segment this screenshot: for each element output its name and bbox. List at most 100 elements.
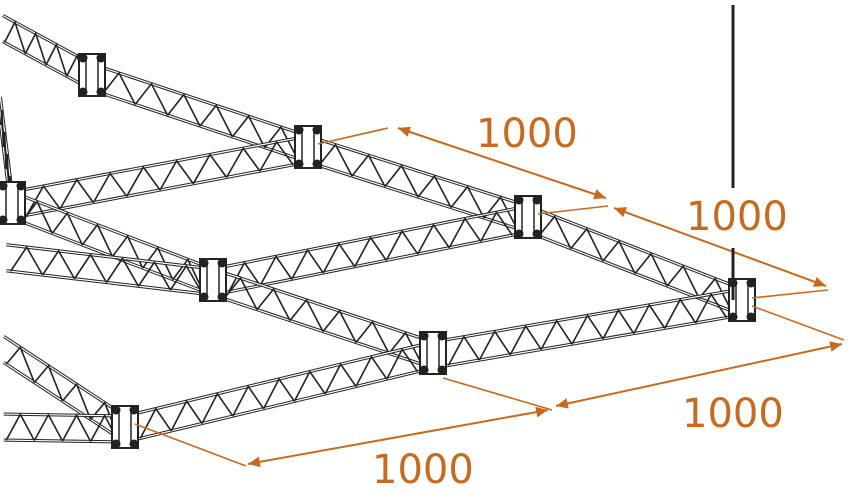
truss-connector — [111, 405, 139, 449]
truss-lacing — [322, 242, 356, 274]
connector-bolt — [199, 292, 209, 302]
truss-lacing — [538, 214, 572, 249]
extension-line — [317, 127, 389, 145]
truss-lacing — [61, 413, 92, 442]
truss-lacing — [417, 174, 452, 208]
truss-chord-highlight — [2, 14, 90, 64]
truss-lacing — [21, 200, 53, 234]
truss-lacing — [228, 261, 261, 293]
dimension-label-top: 1000 — [476, 111, 578, 157]
truss-lacing — [664, 298, 697, 329]
truss-lacing — [509, 324, 542, 356]
truss-lacing — [24, 31, 47, 66]
truss-lacing — [41, 249, 76, 280]
truss-beam-side-2 — [533, 206, 737, 315]
truss-lacing — [169, 264, 204, 295]
truss-connector — [514, 195, 542, 239]
truss-beam-front-left — [133, 342, 425, 442]
truss-lacing — [694, 292, 728, 324]
truss-lacing — [102, 71, 136, 105]
truss-lacing — [159, 159, 194, 191]
dimension-top — [397, 126, 607, 200]
truss-lacing — [126, 165, 161, 197]
connector-bolt — [437, 365, 447, 375]
truss-lacing — [51, 211, 84, 246]
truss-lacing — [172, 257, 204, 292]
truss-lacing — [170, 399, 203, 432]
truss-lacing — [264, 125, 298, 159]
truss-lacing — [634, 252, 668, 287]
truss-lacing — [2, 131, 7, 170]
connector-bolt — [419, 365, 429, 375]
connector-bolt — [312, 125, 322, 135]
truss-lacing — [698, 277, 733, 312]
truss-chord-highlight — [534, 207, 736, 288]
truss-lacing — [351, 153, 386, 187]
dimension-line — [555, 343, 843, 407]
truss-lacing — [5, 412, 36, 441]
truss-lacing — [5, 153, 10, 192]
truss-lacing — [483, 195, 518, 229]
truss-lacing — [223, 276, 258, 310]
connector-bolt — [0, 181, 8, 191]
connector-bolt — [532, 195, 542, 205]
truss-beam-side-1 — [314, 136, 522, 232]
truss-lacing — [355, 320, 390, 354]
truss-lacing — [33, 364, 64, 402]
truss-beam-row1-left — [20, 136, 300, 218]
dimension-lines — [134, 126, 845, 468]
dimension-label-front-right: 1000 — [682, 391, 784, 437]
truss-lacing — [134, 82, 169, 116]
truss-lacing — [291, 248, 324, 280]
truss-beam-row2 — [222, 206, 519, 295]
truss-lacing — [199, 103, 234, 138]
truss-chord-highlight — [442, 315, 733, 368]
truss-lacing — [666, 264, 700, 299]
dimension-line — [613, 207, 827, 287]
dimension-right — [613, 207, 827, 287]
truss-lacing — [192, 153, 228, 185]
dimension-line — [247, 409, 549, 465]
connector-bolt — [78, 53, 88, 63]
truss-lacing — [384, 164, 419, 198]
truss-connector — [294, 125, 322, 169]
connector-bolt — [129, 439, 139, 449]
truss-lacing — [447, 335, 481, 366]
extension-line — [751, 289, 829, 299]
connector-bolt — [96, 53, 106, 63]
truss-chord-highlight — [219, 270, 427, 341]
connector-bolt — [111, 405, 121, 415]
dimension-label-right: 1000 — [686, 194, 788, 240]
truss-chord-highlight — [6, 244, 207, 269]
dimension-arrowhead — [248, 456, 261, 468]
truss-lacing — [9, 245, 44, 276]
truss-beam-back — [97, 64, 303, 162]
dimension-arrowhead — [398, 126, 411, 137]
truss-lacing — [633, 303, 666, 334]
truss-lacing — [26, 184, 61, 216]
truss-chord-highlight — [17, 193, 208, 268]
truss-beam-row3-left — [2, 335, 123, 441]
dimension-front-left — [247, 406, 549, 468]
truss-lacing — [3, 20, 27, 54]
truss-beam-row2-left — [6, 243, 207, 296]
truss-beam-cross-2 — [219, 269, 427, 368]
dimension-arrowhead — [614, 207, 627, 218]
truss-lacing — [571, 313, 604, 345]
connector-bolt — [746, 312, 756, 322]
truss-connector — [78, 53, 106, 97]
truss-lacing — [602, 239, 636, 274]
connector-bolt — [0, 215, 8, 225]
connector-bolt — [419, 331, 429, 341]
truss-beam-bottom-left — [3, 412, 122, 444]
dimension-arrowhead — [556, 398, 569, 409]
connector-bolt — [532, 229, 542, 239]
connector-bolt — [96, 87, 106, 97]
truss-lacing — [166, 93, 201, 127]
truss-chord-highlight — [20, 137, 300, 191]
connector-bolt — [217, 292, 227, 302]
truss-lacing — [450, 185, 485, 219]
truss-lacing — [354, 235, 387, 268]
dimension-arrowhead — [535, 406, 548, 418]
truss-lacing — [355, 355, 388, 387]
